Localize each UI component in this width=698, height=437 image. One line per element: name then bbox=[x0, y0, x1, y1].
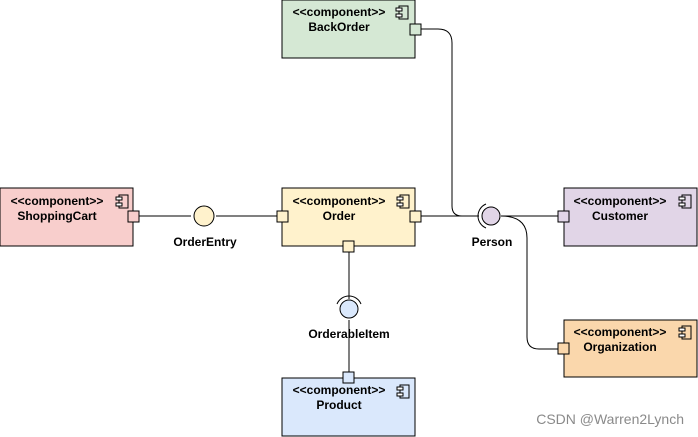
component-icon bbox=[396, 384, 410, 399]
component-backorder-box bbox=[281, 0, 416, 59]
interface-person[interactable]: Person bbox=[472, 203, 513, 249]
component-customer-box bbox=[563, 187, 698, 247]
organization-port bbox=[557, 342, 570, 355]
component-icon bbox=[396, 194, 410, 209]
component-icon bbox=[678, 325, 692, 340]
component-order-stereotype: <<component>> bbox=[293, 194, 386, 208]
product-port bbox=[342, 371, 355, 384]
person-ball bbox=[481, 206, 501, 226]
person-organization-connector bbox=[500, 215, 558, 350]
component-product[interactable]: <<component>> Product bbox=[281, 371, 416, 437]
component-product-name: Product bbox=[316, 398, 361, 412]
interface-orderableitem[interactable]: OrderableItem bbox=[308, 295, 390, 341]
component-customer[interactable]: <<component>> Customer bbox=[557, 187, 698, 247]
component-backorder[interactable]: <<component>> BackOrder bbox=[281, 0, 422, 59]
orderentry-ball bbox=[193, 205, 215, 227]
order-port-bottom bbox=[342, 240, 355, 253]
component-product-stereotype: <<component>> bbox=[293, 383, 386, 397]
backorder-port bbox=[409, 23, 422, 36]
component-order-name: Order bbox=[323, 209, 356, 223]
component-icon bbox=[678, 194, 692, 209]
shoppingcart-port bbox=[127, 210, 140, 223]
customer-port bbox=[557, 210, 570, 223]
order-port-right bbox=[409, 210, 422, 223]
interface-orderentry[interactable]: OrderEntry bbox=[173, 205, 237, 249]
orderableitem-ball bbox=[339, 299, 359, 319]
person-socket bbox=[477, 203, 487, 229]
component-organization-name: Organization bbox=[583, 340, 656, 354]
order-port-left bbox=[276, 210, 289, 223]
component-icon bbox=[115, 194, 129, 209]
component-order[interactable]: <<component>> Order bbox=[276, 187, 422, 253]
orderableitem-socket bbox=[336, 295, 362, 305]
component-customer-stereotype: <<component>> bbox=[574, 194, 667, 208]
connectors bbox=[139, 28, 558, 372]
component-customer-name: Customer bbox=[592, 209, 648, 223]
component-icon bbox=[395, 5, 409, 20]
component-shoppingcart-stereotype: <<component>> bbox=[11, 194, 104, 208]
component-shoppingcart[interactable]: <<component>> ShoppingCart bbox=[0, 187, 140, 247]
component-backorder-stereotype: <<component>> bbox=[293, 5, 386, 19]
component-shoppingcart-name: ShoppingCart bbox=[17, 209, 96, 223]
backorder-person-connector bbox=[421, 28, 479, 217]
component-backorder-name: BackOrder bbox=[308, 20, 370, 34]
component-organization-stereotype: <<component>> bbox=[574, 325, 667, 339]
component-shoppingcart-box bbox=[0, 187, 134, 247]
component-organization[interactable]: <<component>> Organization bbox=[557, 319, 698, 378]
watermark: CSDN @Warren2Lynch bbox=[536, 411, 684, 427]
interface-orderableitem-label: OrderableItem bbox=[308, 327, 389, 341]
interface-person-label: Person bbox=[472, 235, 513, 249]
interface-orderentry-label: OrderEntry bbox=[173, 235, 237, 249]
component-organization-box bbox=[563, 319, 698, 378]
